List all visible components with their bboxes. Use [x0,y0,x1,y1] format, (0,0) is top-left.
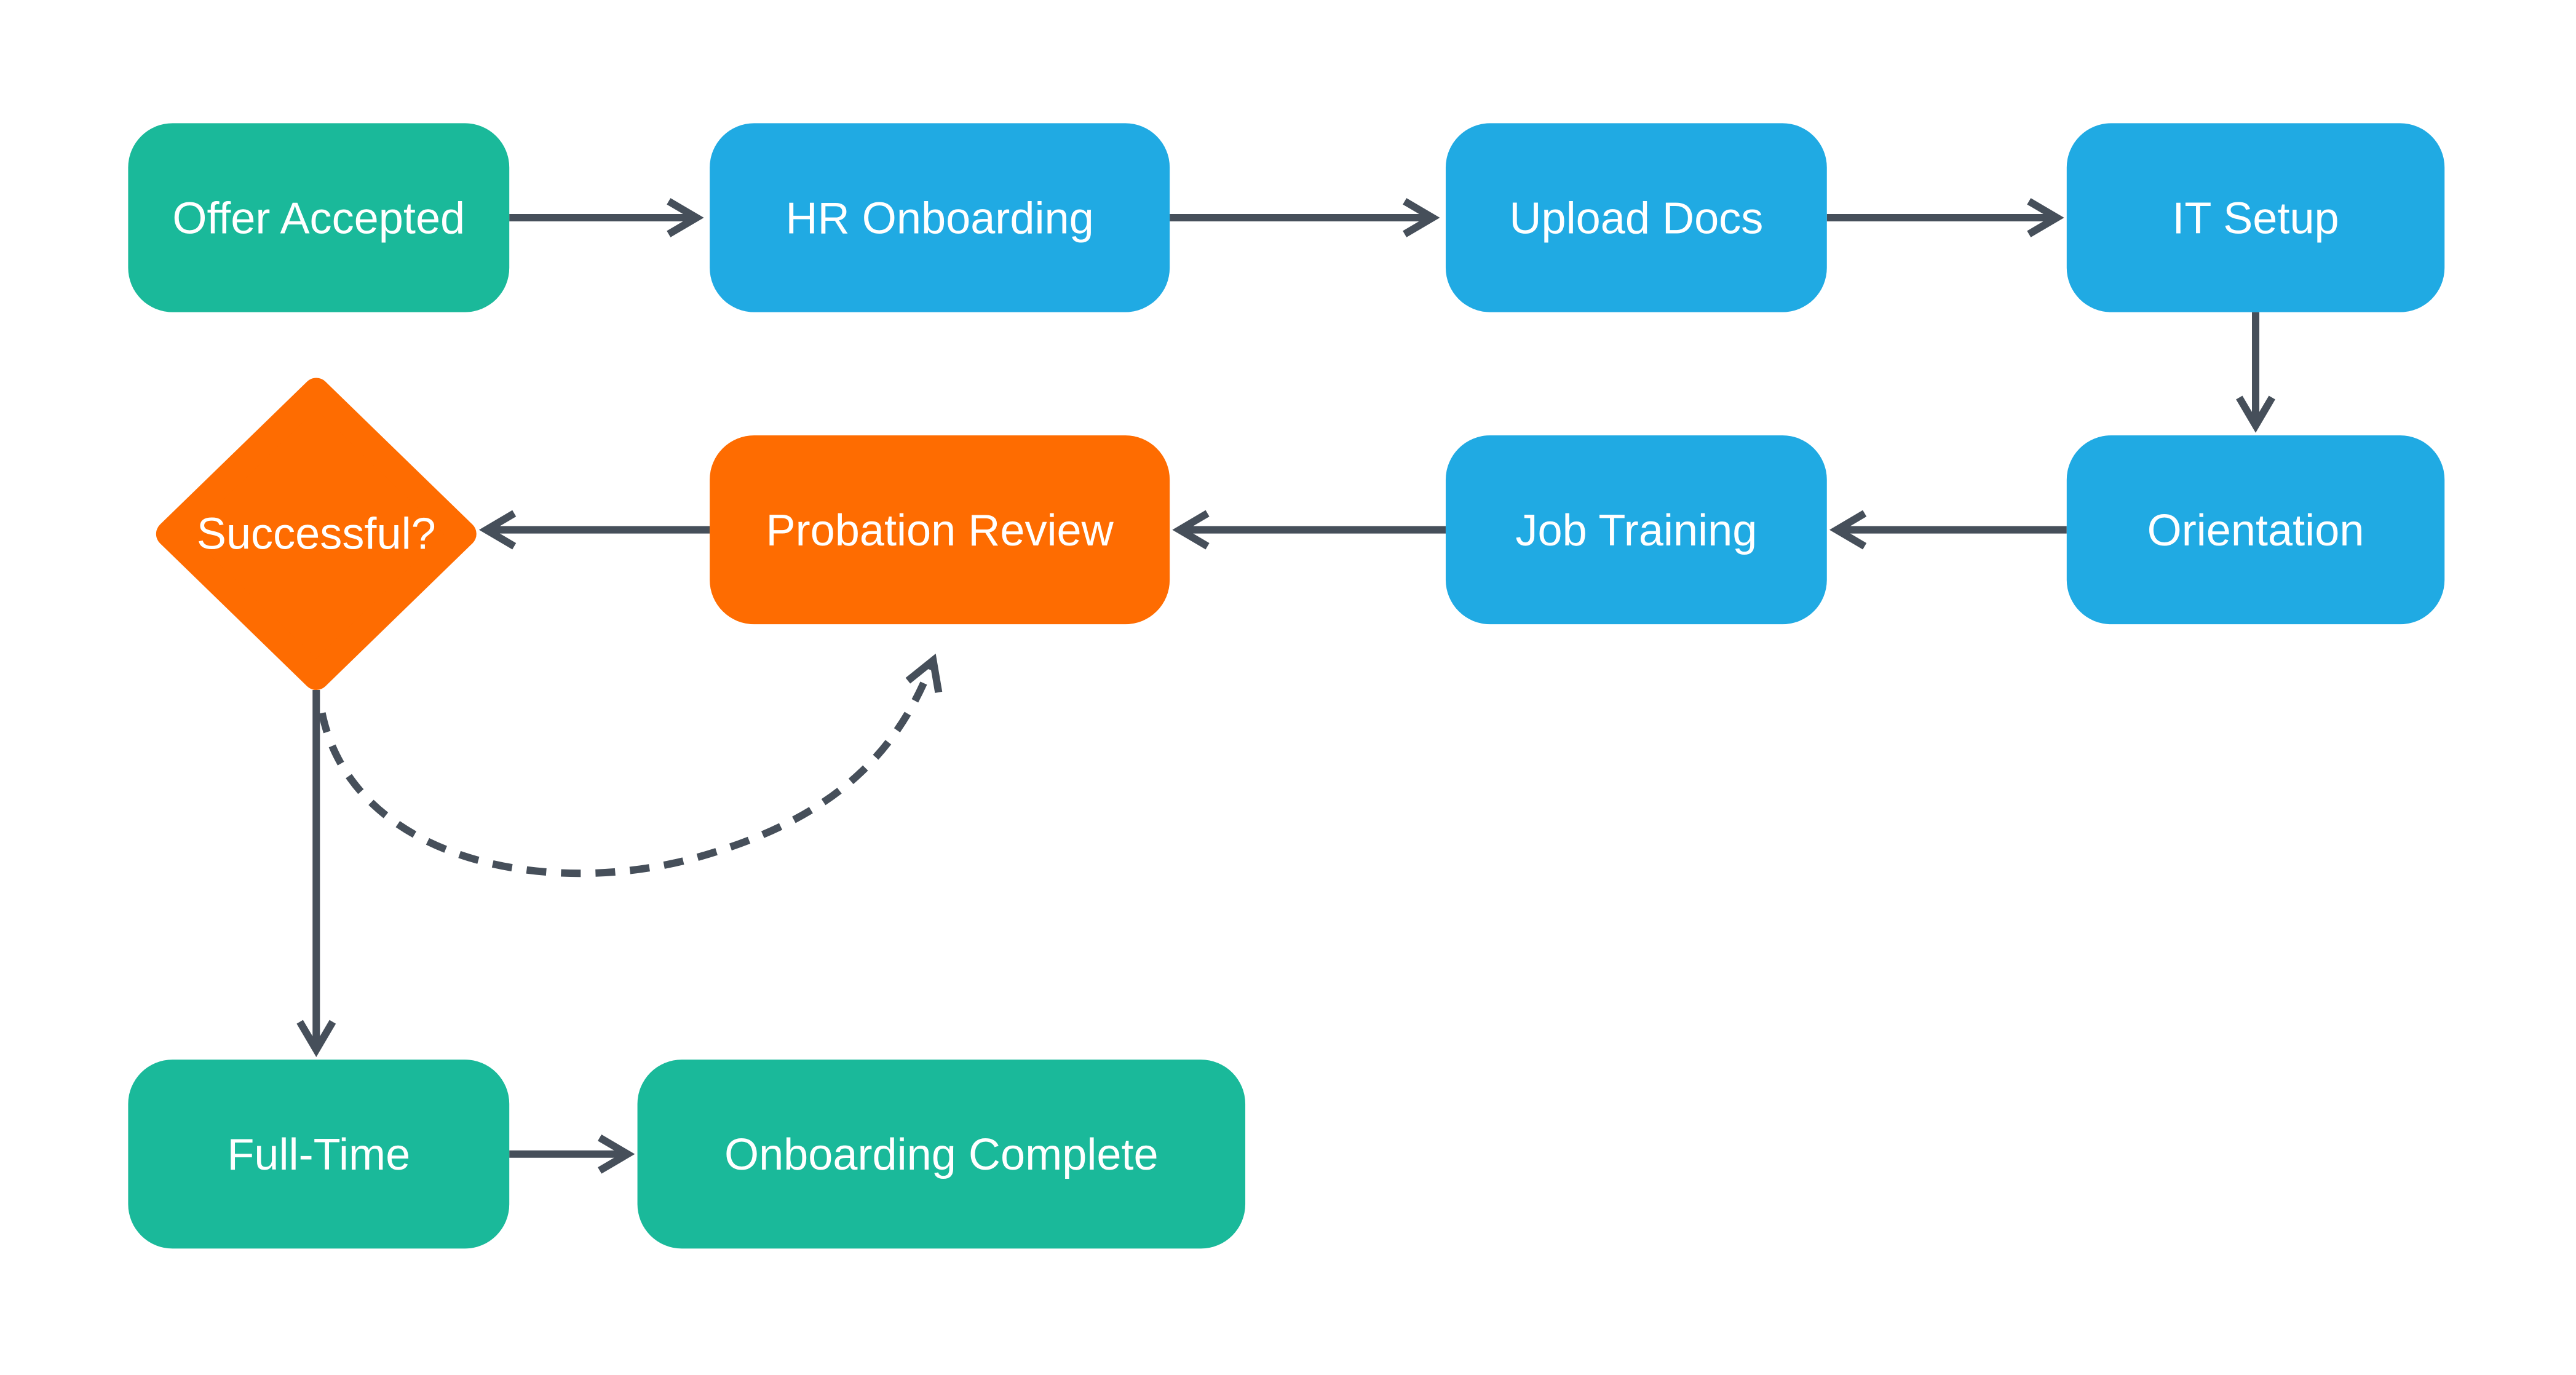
node-offer-accepted: Offer Accepted [128,123,510,312]
node-successful-decision: Successful? [156,378,477,691]
upload-docs-label: Upload Docs [1509,194,1763,243]
node-it-setup: IT Setup [2066,123,2445,312]
node-orientation: Orientation [2066,435,2445,625]
it-setup-box [2066,123,2445,312]
edge-successful-retry-to-probation-review [318,653,943,878]
probation-review-box [710,435,1170,625]
full-time-box [128,1060,510,1249]
probation-review-label: Probation Review [766,506,1114,555]
node-full-time: Full-Time [128,1060,510,1249]
successful-label: Successful? [197,509,436,558]
onboarding-complete-box [637,1060,1246,1249]
offer-accepted-box [128,123,510,312]
onboarding-complete-label: Onboarding Complete [724,1130,1159,1179]
offer-accepted-label: Offer Accepted [172,194,465,243]
orientation-box [2066,435,2445,625]
node-onboarding-complete: Onboarding Complete [637,1060,1246,1249]
hr-onboarding-label: HR Onboarding [786,194,1094,243]
full-time-label: Full-Time [227,1130,410,1179]
job-training-box [1445,435,1827,625]
it-setup-label: IT Setup [2172,194,2339,243]
orientation-label: Orientation [2147,506,2364,555]
edges-layer [296,198,2275,1174]
upload-docs-box [1445,123,1827,312]
hr-onboarding-box [710,123,1170,312]
job-training-label: Job Training [1515,506,1757,555]
node-hr-onboarding: HR Onboarding [710,123,1170,312]
successful-diamond [156,378,477,691]
node-job-training: Job Training [1445,435,1827,625]
node-probation-review: Probation Review [710,435,1170,625]
node-upload-docs: Upload Docs [1445,123,1827,312]
